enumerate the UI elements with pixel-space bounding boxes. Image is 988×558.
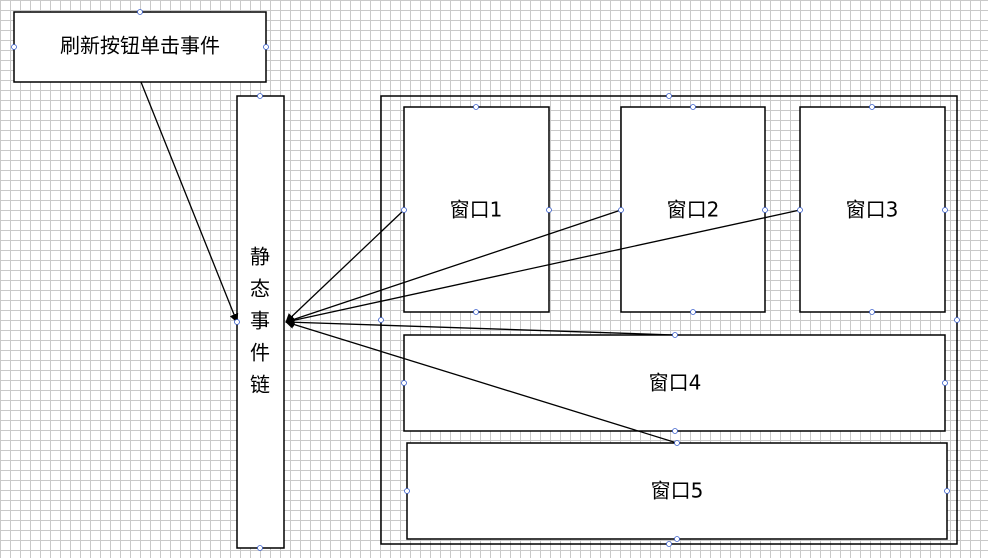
window-2-to-chain-arrow <box>285 209 622 324</box>
event-to-chain-arrow <box>140 81 239 323</box>
window-2-node[interactable]: 窗口2 <box>620 106 766 313</box>
static-chain-char-2: 态 <box>250 277 270 301</box>
static-event-chain-node[interactable]: 静 态 事 件 链 <box>236 95 285 549</box>
window-1-label: 窗口1 <box>450 198 503 222</box>
static-chain-char-3: 事 <box>250 309 270 333</box>
window-4-label: 窗口4 <box>649 371 702 395</box>
window-1-to-chain-arrow <box>285 209 405 323</box>
static-chain-char-4: 件 <box>250 341 270 365</box>
window-3-node[interactable]: 窗口3 <box>799 106 946 313</box>
refresh-click-event-node[interactable]: 刷新按钮单击事件 <box>13 11 267 83</box>
window-5-label: 窗口5 <box>651 479 704 503</box>
window-3-label: 窗口3 <box>846 198 899 222</box>
window-4-node[interactable]: 窗口4 <box>403 334 946 432</box>
selection-handles <box>11 9 960 551</box>
window-5-to-chain-arrow <box>285 320 678 444</box>
window-4-to-chain-arrow <box>285 317 676 336</box>
static-chain-char-1: 静 <box>250 245 270 269</box>
window-1-node[interactable]: 窗口1 <box>403 106 550 313</box>
window-2-label: 窗口2 <box>667 198 720 222</box>
refresh-click-event-label: 刷新按钮单击事件 <box>60 34 220 58</box>
static-chain-char-5: 链 <box>250 373 270 397</box>
window-3-to-chain-arrow <box>285 209 801 325</box>
window-5-node[interactable]: 窗口5 <box>406 442 948 540</box>
